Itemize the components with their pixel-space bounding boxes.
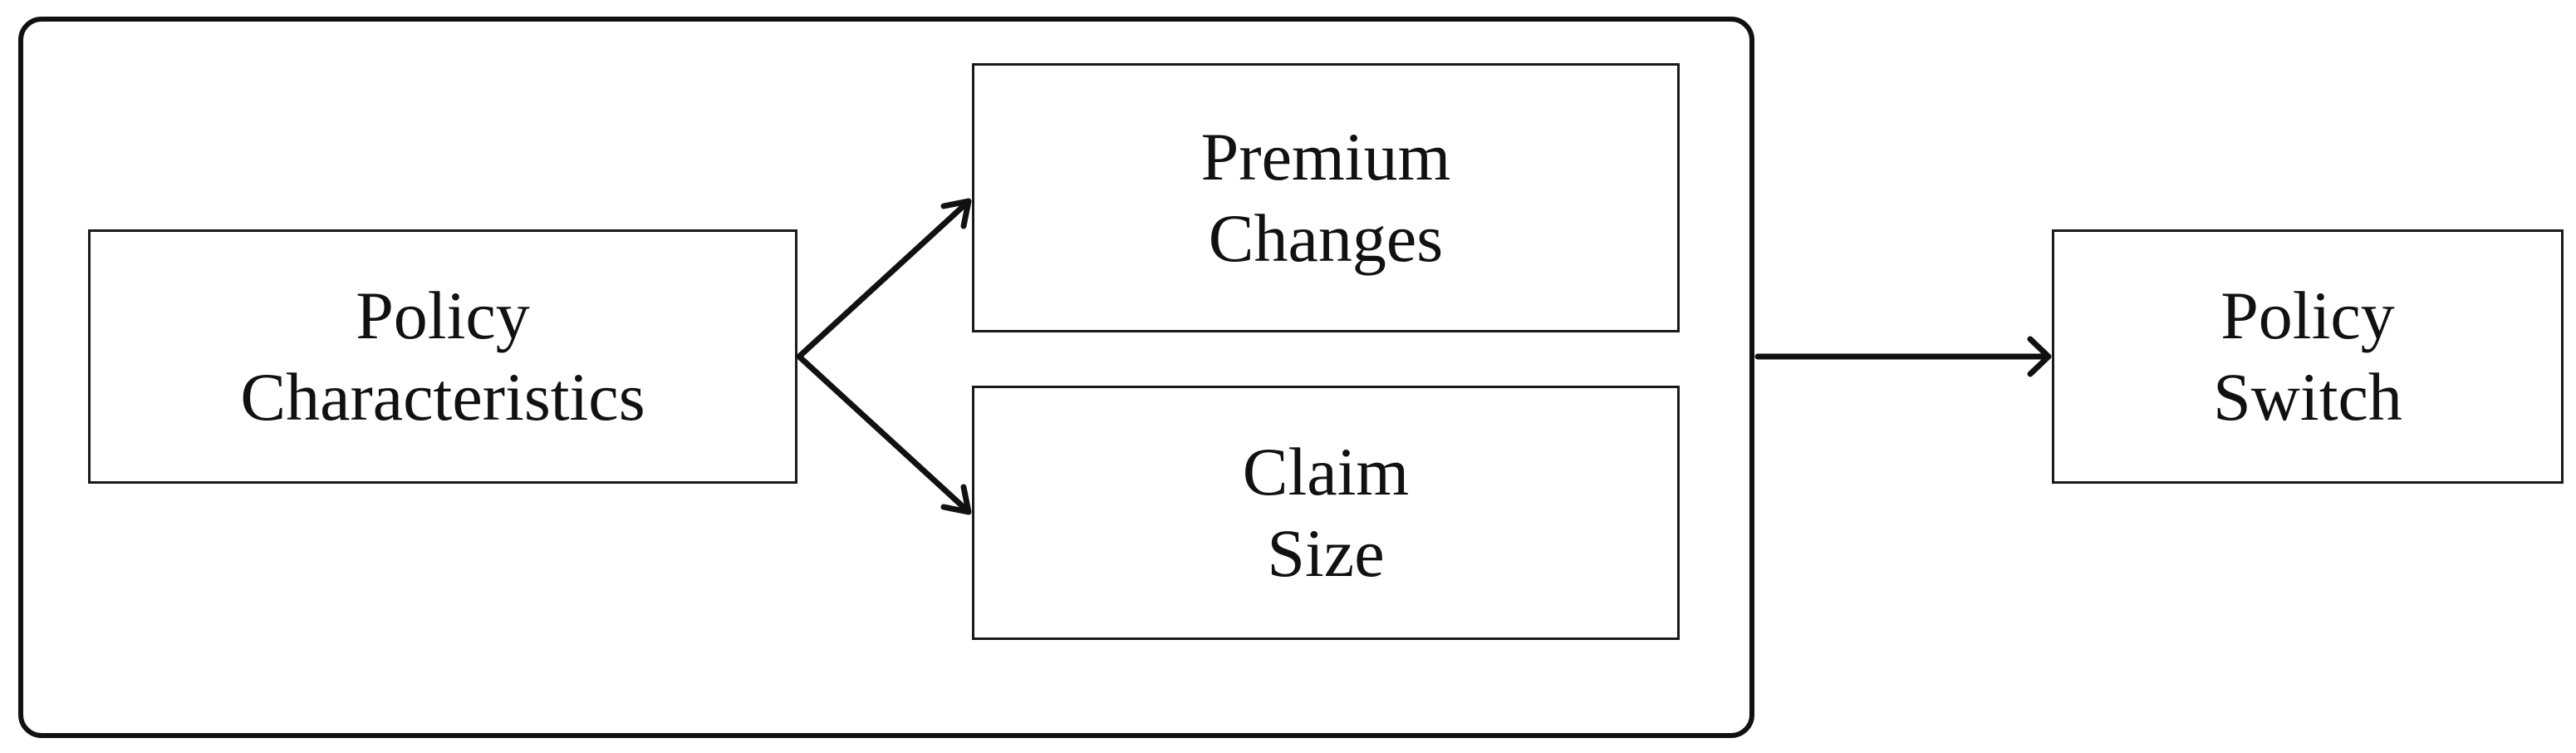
- node-premium-changes: Premium Changes: [972, 63, 1680, 332]
- node-label: Claim Size: [1242, 434, 1410, 591]
- node-label: Policy Switch: [2213, 278, 2402, 435]
- node-label: Policy Characteristics: [240, 278, 645, 435]
- edge-characteristics-to-claim: [796, 353, 970, 514]
- node-policy-switch: Policy Switch: [2052, 229, 2564, 484]
- node-policy-characteristics: Policy Characteristics: [88, 229, 797, 484]
- arrowhead-switch-icon: [2027, 336, 2052, 377]
- edge-characteristics-to-premium: [796, 199, 970, 360]
- arrowhead-premium-icon: [940, 198, 972, 229]
- node-label: Premium Changes: [1200, 119, 1451, 276]
- arrowhead-claim-icon: [940, 484, 972, 515]
- node-claim-size: Claim Size: [972, 386, 1680, 640]
- mediator-group-container: [18, 17, 1754, 738]
